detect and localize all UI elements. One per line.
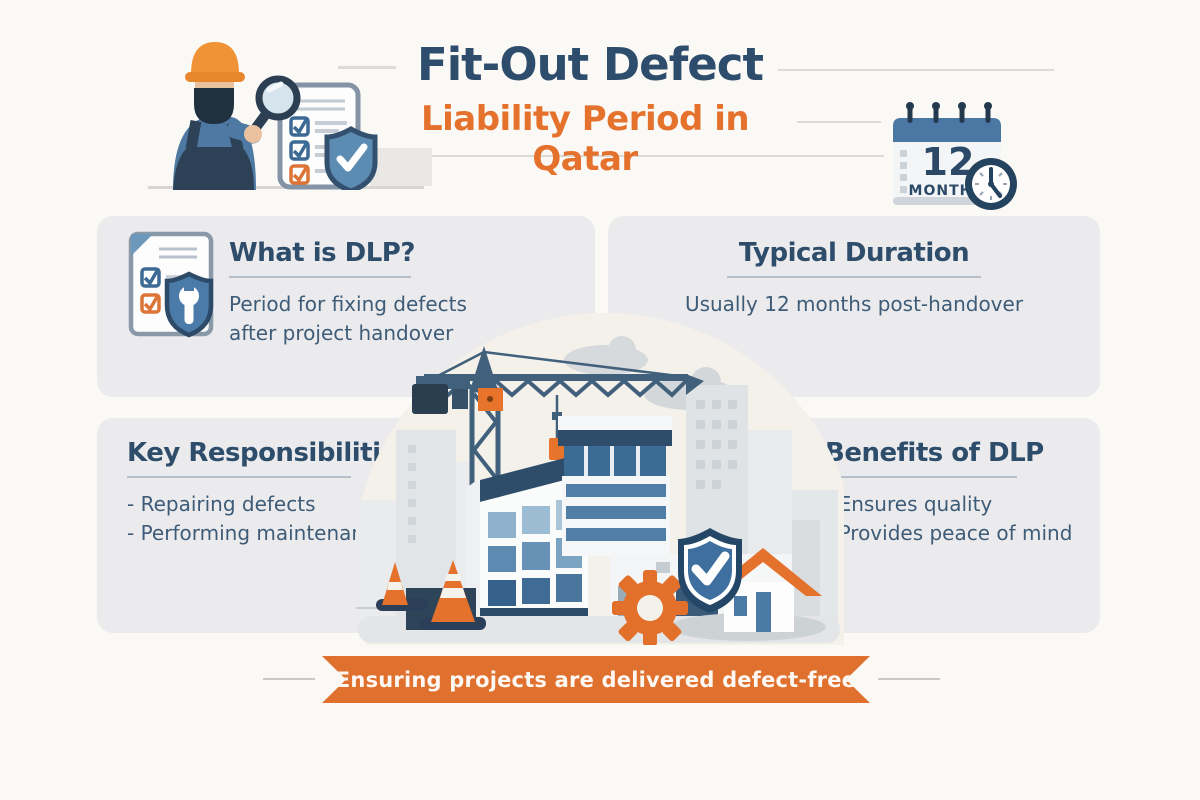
document-shield-wrench-icon bbox=[128, 231, 214, 338]
panel-typical-duration: Typical Duration Usually 12 months post-… bbox=[608, 216, 1100, 397]
hard-hat-icon bbox=[191, 42, 239, 74]
panel-heading-what-is-dlp: What is DLP? bbox=[229, 238, 415, 268]
clock-icon bbox=[965, 158, 1017, 210]
wrench-icon bbox=[179, 281, 199, 324]
heading-rule bbox=[229, 276, 411, 278]
panel-body-benefits: - Ensures quality - Provides peace of mi… bbox=[825, 492, 1073, 545]
banner-line-right bbox=[878, 678, 940, 680]
page-title: Fit-Out Defect bbox=[417, 38, 764, 91]
title-dash-right bbox=[778, 69, 1054, 71]
traffic-cone-icon bbox=[376, 560, 486, 630]
subtitle-dash-right bbox=[797, 121, 881, 123]
panel-heading-benefits: Benefits of DLP bbox=[825, 438, 1044, 468]
panel-heading-typical-duration: Typical Duration bbox=[738, 238, 970, 268]
gray-block bbox=[370, 148, 432, 186]
panel-body-what-is-dlp: Period for fixing defects after project … bbox=[229, 292, 467, 345]
header-underline bbox=[410, 155, 884, 157]
panel-body-key-responsibilities: - Repairing defects - Performing mainten… bbox=[127, 492, 388, 545]
heading-rule bbox=[127, 476, 351, 478]
calendar-12-months-icon: 12 MONTHS bbox=[893, 102, 1017, 210]
gear-icon bbox=[612, 570, 688, 645]
calendar-unit: MONTHS bbox=[909, 183, 984, 199]
page-subtitle: Liability Period in Qatar bbox=[420, 99, 750, 179]
heading-rule bbox=[727, 276, 981, 278]
construction-site-illustration bbox=[356, 313, 844, 645]
title-dash-left bbox=[338, 66, 396, 69]
worker-inspector-illustration bbox=[173, 42, 432, 190]
banner-line-left bbox=[263, 678, 315, 680]
footer-ribbon: Ensuring projects are delivered defect-f… bbox=[322, 656, 870, 703]
beard bbox=[194, 88, 234, 124]
heading-rule bbox=[825, 476, 1017, 478]
footer-ribbon-text: Ensuring projects are delivered defect-f… bbox=[335, 667, 857, 692]
shield-check-icon bbox=[678, 528, 742, 613]
panel-body-typical-duration: Usually 12 months post-handover bbox=[684, 292, 1024, 316]
calendar-rings bbox=[906, 102, 992, 123]
calendar-number: 12 bbox=[922, 140, 975, 184]
panel-heading-key-responsibilities: Key Responsibilities bbox=[127, 438, 413, 468]
